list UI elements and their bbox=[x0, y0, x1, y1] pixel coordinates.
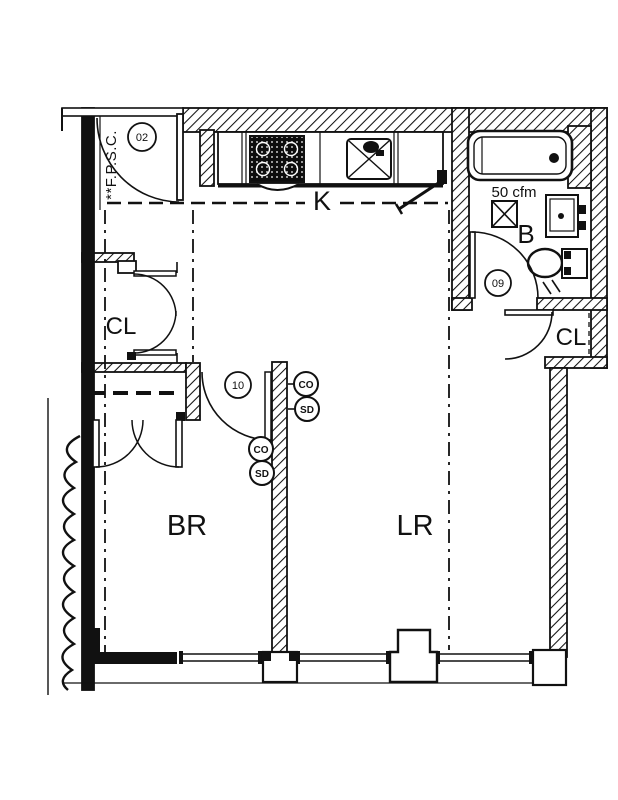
sink-faucet bbox=[363, 141, 379, 153]
bathtub-symbol bbox=[466, 129, 574, 182]
window-wall bbox=[62, 628, 568, 687]
bedroom-top-wall bbox=[81, 362, 187, 373]
closet-right-door-leaf bbox=[504, 309, 554, 316]
co-detector-circle-right bbox=[293, 371, 319, 397]
exhaust-fan-note: 50 cfm bbox=[491, 184, 536, 201]
window-3 bbox=[439, 653, 531, 662]
bathroom-bottom-wall-right bbox=[536, 297, 608, 311]
living-room-label: LR bbox=[396, 510, 433, 542]
window-2-tick-b bbox=[386, 651, 390, 664]
closet-left-step bbox=[117, 260, 137, 274]
door-tag-bathroom-circle bbox=[484, 269, 512, 297]
kitchen-label: K bbox=[313, 186, 331, 216]
closet-right: CL bbox=[504, 309, 590, 360]
kitchen: K bbox=[217, 131, 447, 216]
center-pier-cap-b bbox=[289, 652, 297, 661]
entry-header bbox=[61, 107, 184, 117]
vanity-drain bbox=[558, 213, 564, 219]
vanity-faucet-1 bbox=[577, 205, 586, 214]
double-door-swing-left bbox=[95, 419, 144, 468]
closet-right-door-swing bbox=[504, 311, 553, 360]
t-column bbox=[388, 628, 439, 684]
door-tag-bathroom: 09 bbox=[492, 278, 504, 290]
living-room-right-wall bbox=[549, 367, 568, 658]
sd-detector-circle-right bbox=[294, 396, 320, 422]
window-2 bbox=[299, 653, 388, 662]
counter-end-block bbox=[437, 170, 447, 184]
toilet-tank-nub-2 bbox=[564, 267, 571, 275]
bedroom-living-divider-wall bbox=[271, 361, 288, 656]
left-wall bbox=[81, 107, 95, 691]
door-tag-entry: 02 bbox=[136, 132, 148, 144]
entry-door-leaf bbox=[176, 113, 184, 201]
bathroom-label: B bbox=[517, 219, 534, 249]
stove-handle bbox=[256, 183, 300, 191]
center-pier-cap-a bbox=[263, 652, 271, 661]
bedroom-door-leaf bbox=[264, 371, 272, 441]
entry-rating-note: **F.P.S.C. bbox=[103, 130, 120, 200]
door-tag-bedroom-circle bbox=[224, 371, 252, 399]
door-tag-bedroom: 10 bbox=[232, 380, 244, 392]
bedroom-door-pier bbox=[185, 362, 201, 421]
sink-faucet-spout bbox=[376, 150, 384, 156]
vanity-inner bbox=[549, 198, 575, 232]
closet-right-bottom-wall bbox=[544, 356, 608, 369]
closet-left-leaf-top bbox=[133, 270, 177, 277]
bedroom-bottom-wall bbox=[82, 628, 177, 664]
threshold-mark-1 bbox=[542, 281, 552, 295]
vanity-faucet-2 bbox=[577, 221, 586, 230]
closet-left-swing-bottom bbox=[133, 310, 177, 354]
window-3-tick-b bbox=[529, 651, 533, 664]
entry-door: **F.P.S.C. 02 bbox=[61, 107, 184, 210]
entry-door-swing bbox=[96, 117, 180, 203]
stove-burners bbox=[255, 141, 299, 177]
bathroom: 50 cfm 09 B bbox=[466, 129, 588, 299]
detectors: CO SD CO SD bbox=[248, 371, 320, 486]
closet-right-label: CL bbox=[556, 324, 587, 351]
sd-detector-label-right: SD bbox=[300, 405, 314, 416]
room-labels: BR LR bbox=[167, 510, 434, 542]
double-door-hinge-right bbox=[176, 412, 185, 421]
window-2-tick-a bbox=[296, 651, 300, 664]
double-door-leaf-left bbox=[92, 419, 100, 468]
exhaust-fan-x2 bbox=[491, 200, 518, 228]
left-break-line bbox=[47, 398, 81, 695]
sd-detector-label-left: SD bbox=[255, 469, 269, 480]
threshold-mark-2 bbox=[551, 279, 561, 293]
door-tag-entry-circle bbox=[127, 122, 157, 152]
co-detector-label-right: CO bbox=[299, 380, 314, 391]
kitchen-entry-pier bbox=[199, 129, 215, 187]
kitchen-door-stop bbox=[394, 203, 404, 215]
wavy-break-line bbox=[61, 434, 81, 691]
co-detector-label-left: CO bbox=[254, 445, 269, 456]
closet-left-swing-top bbox=[133, 273, 177, 317]
closet-left: CL bbox=[106, 260, 178, 363]
right-corner-pier bbox=[531, 648, 568, 687]
sd-detector-circle-left bbox=[249, 460, 275, 486]
building-right-wall bbox=[590, 107, 608, 369]
double-door-swing-right bbox=[131, 419, 180, 468]
closet-left-hinge-nub bbox=[127, 352, 136, 360]
double-door-hinge-left bbox=[82, 412, 91, 421]
window-1-tick-b bbox=[258, 651, 262, 664]
sink-cross-2 bbox=[348, 140, 390, 178]
bedroom-doors: 10 bbox=[82, 371, 272, 468]
bathroom-bottom-wall-left bbox=[451, 297, 473, 311]
bathroom-door-leaf bbox=[469, 231, 476, 299]
window-3-tick-a bbox=[436, 651, 440, 664]
window-1 bbox=[182, 653, 260, 662]
bathroom-door-swing bbox=[471, 231, 539, 299]
top-wall bbox=[182, 107, 608, 133]
window-1-tick-a bbox=[179, 651, 183, 664]
bathtub-inner bbox=[473, 136, 567, 175]
toilet-tank-nub-1 bbox=[564, 251, 571, 259]
stove-symbol bbox=[249, 135, 305, 183]
double-door-leaf-right bbox=[175, 419, 183, 468]
bathroom-left-wall bbox=[451, 107, 470, 311]
bathtub-drain bbox=[549, 153, 559, 163]
closet-left-label: CL bbox=[106, 313, 137, 340]
grid-lines bbox=[104, 201, 450, 652]
bedroom-label: BR bbox=[167, 510, 207, 542]
